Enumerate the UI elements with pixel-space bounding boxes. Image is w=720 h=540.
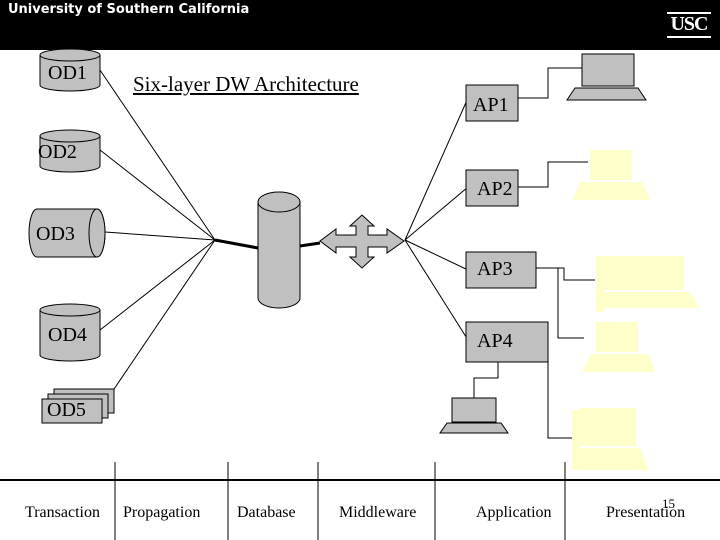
link-ap3-terminal-a [536,267,595,281]
header-bar: University of Southern California USC [0,0,720,50]
ap2-box [465,169,519,207]
diagram-title: Six-layer DW Architecture [133,72,359,96]
layer-middleware: Middleware [339,504,417,521]
connector-od5 [109,239,216,396]
layer-propagation: Propagation [123,504,201,521]
layer-presentation: Presentation [606,504,686,521]
layer-application: Application [476,504,552,521]
connector-od1 [99,69,216,241]
ap3-label: AP3 [477,258,513,280]
logo-rule-bottom [667,36,711,38]
terminal-gray-2 [439,397,509,434]
od2-label: OD2 [38,141,77,163]
connector-od2 [99,149,216,241]
layer-transaction: Transaction [25,504,100,521]
connector-ap4 [404,239,469,341]
logo-text: USC [670,13,708,35]
university-name: University of Southern California [8,2,250,17]
od4-label: OD4 [48,324,87,346]
layer-database: Database [237,504,296,521]
link-database-middleware [299,241,321,248]
connector-ap3 [404,239,469,271]
ap2-label: AP2 [477,178,513,200]
link-hub-database [214,238,259,250]
ap4-box [465,321,549,363]
od5-label: OD5 [47,399,86,421]
ap-boxes [465,84,549,363]
od1-label: OD1 [48,62,87,84]
ap3-box [465,251,537,289]
terminal-yellow-1 [572,150,650,200]
od4-cylinder [39,303,101,362]
page-number: 15 [662,496,675,511]
ap1-label: AP1 [473,94,509,116]
od3-label: OD3 [36,223,75,245]
source-connectors [99,69,216,396]
ap4-label: AP4 [477,330,513,352]
app-connectors [404,67,595,439]
terminal-yellow-2 [596,256,698,312]
link-ap1-terminal [518,67,582,99]
connector-ap2 [404,186,469,241]
terminal-gray-1 [566,53,647,101]
od2-cylinder [39,129,101,173]
od5-documents [41,388,115,424]
link-ap4-terminal-a [547,340,572,439]
connector-od3 [104,231,216,241]
link-ap3-terminal-b [536,267,584,339]
database-cylinder [257,191,301,309]
usc-logo: USC [667,12,711,38]
terminal-yellow-4 [572,408,648,470]
middleware-arrow-shape [319,214,405,269]
ap1-box [465,84,519,122]
link-ap4-terminal-b [473,362,499,398]
connector-ap1 [404,97,469,241]
link-ap2-terminal [518,161,588,188]
terminal-yellow-3 [582,322,655,372]
od1-cylinder [39,48,101,92]
layer-dividers [114,462,566,540]
connector-od4 [99,239,216,331]
logo-rule-top [667,12,711,14]
od3-cylinder [28,208,106,258]
